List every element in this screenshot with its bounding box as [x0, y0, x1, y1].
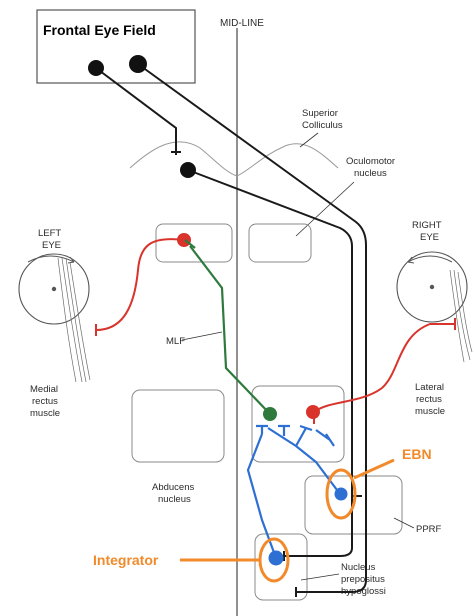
left-eye-label: LEFT EYE [38, 228, 64, 251]
abducens-motor-neuron [306, 405, 320, 419]
abducens-interneuron [263, 407, 277, 421]
pprf-pointer [393, 517, 415, 529]
pprf-label: PPRF [416, 524, 442, 535]
nph-label: Nucleus prepositus hypoglossi [341, 562, 387, 597]
ebn-neuron [334, 487, 348, 501]
mlf-label: MLF [166, 336, 185, 347]
right-abducens-nucleus-box [251, 385, 345, 463]
left-eye [18, 253, 91, 383]
superior-colliculus-pointer [299, 132, 319, 148]
nph-pointer [300, 573, 340, 581]
frontal-eye-field-label: Frontal Eye Field [43, 22, 156, 38]
integrator-neuron [268, 550, 284, 566]
fef-neuron-2 [129, 55, 147, 73]
superior-colliculus-label: Superior Colliculus [302, 108, 343, 131]
right-oculomotor-nucleus-box [248, 223, 312, 263]
ebn-to-abducens-path [267, 427, 341, 495]
abducens-nucleus-label: Abducens nucleus [152, 482, 197, 505]
ebn-label: EBN [402, 446, 432, 462]
ebn-highlight [325, 468, 357, 520]
oculomotor-motor-neuron [177, 233, 191, 247]
lateral-rectus-motor-path [313, 323, 455, 413]
fef-pathways [95, 63, 367, 597]
right-eye-label: RIGHT EYE [412, 220, 444, 243]
colliculus-descending-path [187, 169, 353, 557]
oculomotor-nucleus-label: Oculomotor nucleus [346, 156, 398, 179]
oculomotor-nucleus-pointer [295, 181, 355, 237]
integrator-label: Integrator [93, 552, 159, 568]
medial-rectus-label: Medial rectus muscle [30, 384, 61, 419]
fef-direct-descending-path [137, 63, 367, 593]
red-pathways [95, 238, 456, 424]
colliculus-neuron [180, 162, 196, 178]
superior-colliculus-outline [129, 141, 339, 177]
fef-neuron-1 [88, 60, 104, 76]
ebn-highlight-pointer [353, 458, 395, 480]
lateral-rectus-label: Lateral rectus muscle [415, 382, 447, 417]
pprf-box [304, 475, 403, 535]
mlf-pathway [184, 239, 271, 415]
midline-label: MID-LINE [220, 18, 264, 29]
left-oculomotor-nucleus-box [155, 223, 233, 263]
fef-to-colliculus-path [95, 67, 177, 155]
frontal-eye-field-box [36, 9, 196, 84]
mlf-pointer [181, 331, 223, 341]
right-eye [396, 251, 473, 363]
nph-box [254, 533, 308, 601]
medial-rectus-motor-path [95, 238, 185, 331]
left-abducens-nucleus-box [131, 389, 225, 463]
